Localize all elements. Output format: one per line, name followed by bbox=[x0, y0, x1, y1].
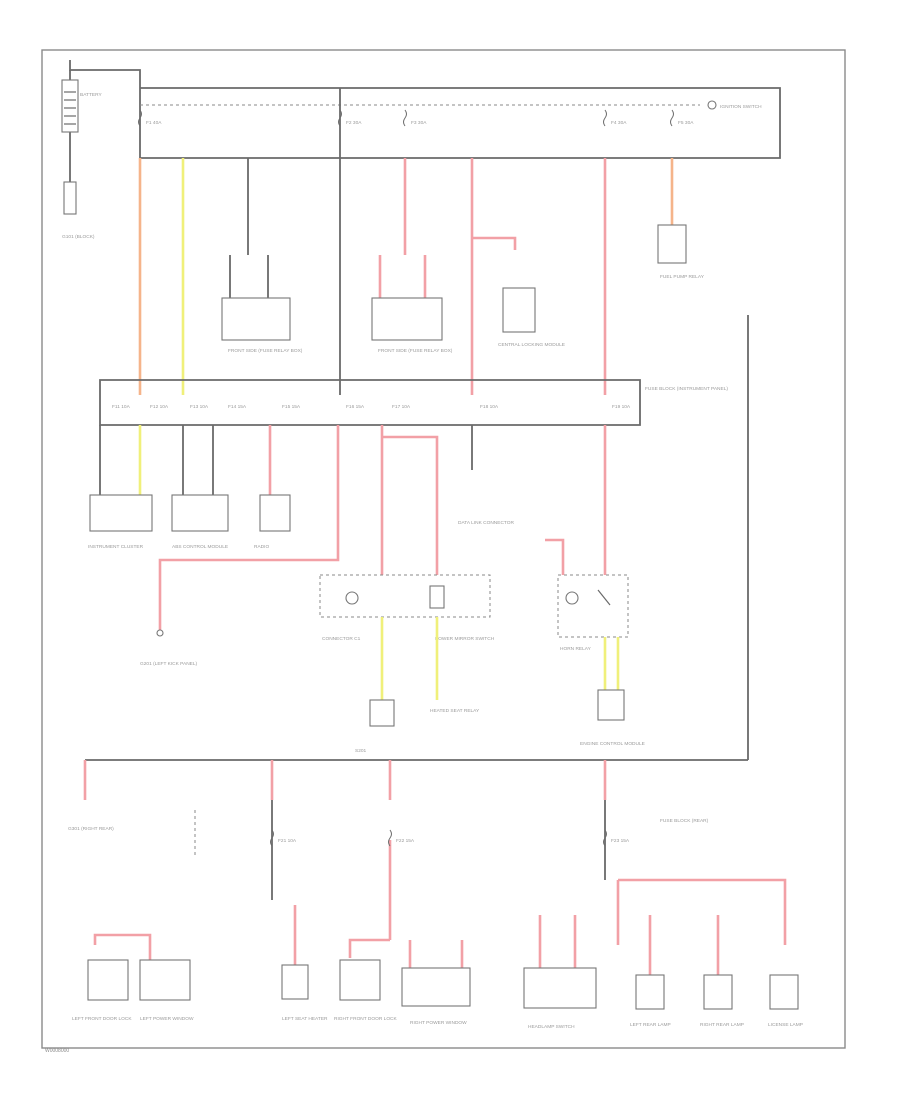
svg-text:F19 10A: F19 10A bbox=[612, 404, 631, 410]
svg-text:ENGINE CONTROL MODULE: ENGINE CONTROL MODULE bbox=[580, 741, 645, 747]
svg-text:CENTRAL LOCKING MODULE: CENTRAL LOCKING MODULE bbox=[498, 342, 565, 348]
svg-text:F17 10A: F17 10A bbox=[392, 404, 411, 410]
svg-text:G301 (RIGHT REAR): G301 (RIGHT REAR) bbox=[68, 826, 114, 832]
svg-text:F21 10A: F21 10A bbox=[278, 838, 297, 844]
bottom-components: LEFT FRONT DOOR LOCK LEFT POWER WINDOW L… bbox=[72, 905, 803, 1030]
svg-text:LEFT POWER WINDOW: LEFT POWER WINDOW bbox=[140, 1016, 194, 1022]
lower-wires: G301 (RIGHT REAR) bbox=[68, 760, 787, 945]
lower-panel-label: FUSE BLOCK (REAR) bbox=[660, 818, 709, 824]
svg-text:RIGHT FRONT DOOR LOCK: RIGHT FRONT DOOR LOCK bbox=[334, 1016, 398, 1022]
svg-text:F3 30A: F3 30A bbox=[411, 120, 427, 126]
feed-wires bbox=[138, 88, 674, 395]
top-bus bbox=[139, 87, 781, 159]
svg-text:HEADLAMP SWITCH: HEADLAMP SWITCH bbox=[528, 1024, 575, 1030]
svg-text:F14 15A: F14 15A bbox=[228, 404, 247, 410]
battery: BATTERY G101 (BLOCK) bbox=[61, 60, 141, 240]
svg-text:F18 10A: F18 10A bbox=[480, 404, 499, 410]
svg-text:F5 30A: F5 30A bbox=[678, 120, 694, 126]
svg-text:LEFT FRONT DOOR LOCK: LEFT FRONT DOOR LOCK bbox=[72, 1016, 132, 1022]
svg-text:POWER MIRROR SWITCH: POWER MIRROR SWITCH bbox=[435, 636, 495, 642]
svg-text:RIGHT REAR LAMP: RIGHT REAR LAMP bbox=[700, 1022, 744, 1028]
svg-text:CONNECTOR C1: CONNECTOR C1 bbox=[322, 636, 361, 642]
svg-text:F2 30A: F2 30A bbox=[346, 120, 362, 126]
middle-components: INSTRUMENT CLUSTER ABS CONTROL MODULE RA… bbox=[88, 494, 645, 747]
middle-bus bbox=[99, 379, 641, 426]
svg-text:ABS CONTROL MODULE: ABS CONTROL MODULE bbox=[172, 544, 228, 550]
svg-text:F4 30A: F4 30A bbox=[611, 120, 627, 126]
svg-text:DATA LINK CONNECTOR: DATA LINK CONNECTOR bbox=[458, 520, 515, 526]
svg-text:F13 10A: F13 10A bbox=[190, 404, 209, 410]
svg-text:S201: S201 bbox=[355, 748, 367, 754]
svg-text:F23 15A: F23 15A bbox=[611, 838, 630, 844]
middle-wires bbox=[99, 425, 607, 630]
svg-text:F15 15A: F15 15A bbox=[282, 404, 301, 410]
svg-text:F1 40A: F1 40A bbox=[146, 120, 162, 126]
ground-label: G101 (BLOCK) bbox=[62, 234, 95, 240]
connector-label: IGNITION SWITCH bbox=[720, 104, 762, 110]
svg-text:FUEL PUMP RELAY: FUEL PUMP RELAY bbox=[660, 274, 705, 280]
svg-text:HEATED SEAT RELAY: HEATED SEAT RELAY bbox=[430, 708, 480, 714]
svg-text:FRONT SIDE (FUSE RELAY BOX): FRONT SIDE (FUSE RELAY BOX) bbox=[228, 348, 303, 354]
panel-label: FUSE BLOCK (INSTRUMENT PANEL) bbox=[645, 386, 728, 392]
svg-text:LICENSE LAMP: LICENSE LAMP bbox=[768, 1022, 803, 1028]
svg-text:INSTRUMENT CLUSTER: INSTRUMENT CLUSTER bbox=[88, 544, 144, 550]
lower-fuse-row: F21 10A F22 15A F23 15A FUSE BLOCK (REAR… bbox=[270, 818, 709, 847]
svg-text:F12 10A: F12 10A bbox=[150, 404, 169, 410]
diagram-frame bbox=[41, 49, 846, 1049]
svg-text:F11 10A: F11 10A bbox=[112, 404, 131, 410]
footer-code: W0008000 bbox=[45, 1048, 69, 1054]
svg-text:G201 (LEFT KICK PANEL): G201 (LEFT KICK PANEL) bbox=[140, 661, 198, 667]
top-fuse-row: F1 40A F2 30A F3 30A F4 30A F5 30A bbox=[138, 109, 694, 127]
middle-fuse-row: F11 10A F12 10A F13 10A F14 15A F15 15A … bbox=[112, 404, 631, 410]
svg-text:RIGHT POWER WINDOW: RIGHT POWER WINDOW bbox=[410, 1020, 467, 1026]
svg-text:F16 15A: F16 15A bbox=[346, 404, 365, 410]
svg-text:RADIO: RADIO bbox=[254, 544, 269, 550]
battery-label: BATTERY bbox=[80, 92, 102, 98]
svg-text:FRONT SIDE (FUSE RELAY BOX): FRONT SIDE (FUSE RELAY BOX) bbox=[378, 348, 453, 354]
svg-text:HORN RELAY: HORN RELAY bbox=[560, 646, 592, 652]
svg-text:LEFT REAR LAMP: LEFT REAR LAMP bbox=[630, 1022, 671, 1028]
svg-text:LEFT SEAT HEATER: LEFT SEAT HEATER bbox=[282, 1016, 328, 1022]
svg-text:F22 15A: F22 15A bbox=[396, 838, 415, 844]
upper-components: FRONT SIDE (FUSE RELAY BOX) FRONT SIDE (… bbox=[221, 224, 705, 354]
